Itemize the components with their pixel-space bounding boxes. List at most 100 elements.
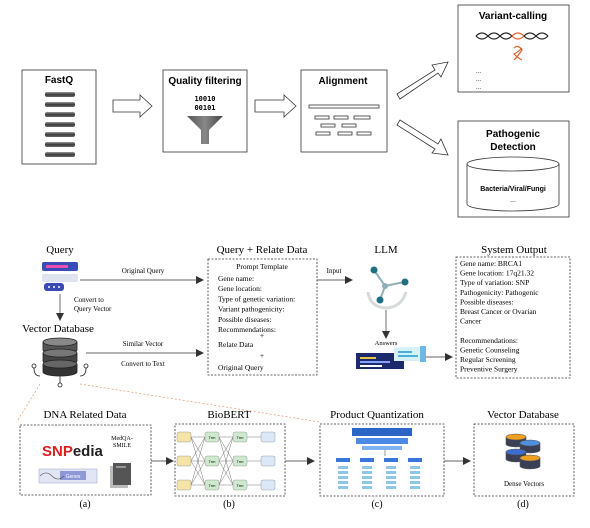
relate-data-text: Relate Data bbox=[218, 340, 254, 349]
output-line: Preventive Surgery bbox=[460, 365, 518, 374]
biobert-title: BioBERT bbox=[207, 409, 251, 421]
transformer-node bbox=[232, 431, 248, 443]
genes-icon bbox=[38, 468, 98, 484]
network-edge bbox=[218, 436, 234, 462]
zoom-line-left bbox=[17, 383, 41, 421]
quality-filtering-label: Quality filtering bbox=[168, 76, 241, 87]
output-line: Genetic Counseling bbox=[460, 345, 520, 354]
genes-label: Genes bbox=[66, 474, 81, 480]
variant-dots-1: ... bbox=[476, 69, 481, 75]
input-token-node bbox=[176, 455, 192, 467]
plus-sign-2: + bbox=[260, 351, 264, 360]
vdb2-title: Vector Database bbox=[487, 409, 559, 421]
answers-label: Answers bbox=[375, 340, 398, 347]
fastq-reads-icon bbox=[45, 92, 75, 157]
convert-label-2: Query Vector bbox=[74, 305, 112, 313]
template-line: Type of genetic variation: bbox=[218, 294, 295, 303]
vector-db-icon bbox=[31, 337, 89, 388]
output-line: Gene name: BRCA1 bbox=[460, 259, 522, 268]
template-line: Variant pathogenicity: bbox=[218, 305, 284, 314]
panel-c-label: (c) bbox=[371, 499, 382, 510]
llm-title: LLM bbox=[374, 244, 397, 256]
transformer-node bbox=[204, 431, 220, 443]
network-edge bbox=[218, 460, 234, 486]
template-lines: Gene name:Gene location:Type of genetic … bbox=[218, 274, 295, 334]
original-query-label: Original Query bbox=[122, 267, 165, 275]
input-token-node bbox=[176, 431, 192, 443]
fastq-box: FastQ bbox=[21, 69, 97, 165]
pq-title: Product Quantization bbox=[330, 409, 424, 421]
template-line: Recommendations: bbox=[218, 325, 276, 334]
answers-chat-icon bbox=[356, 346, 426, 369]
network-edge bbox=[190, 436, 206, 462]
network-edge bbox=[190, 436, 206, 486]
transformer-label: Trm bbox=[209, 483, 217, 488]
alignment-reads-icon bbox=[308, 104, 380, 136]
flow-arrow-up bbox=[396, 61, 449, 100]
zoom-line-right bbox=[79, 383, 321, 423]
output-token-node bbox=[260, 479, 276, 491]
pathogenic-detection-box: Pathogenic Detection Bacteria/Viral/Fung… bbox=[457, 120, 570, 218]
query-title: Query bbox=[46, 244, 74, 256]
transformer-label: Trm bbox=[209, 435, 217, 440]
transformer-label: Trm bbox=[237, 483, 245, 488]
system-output-box bbox=[455, 256, 571, 379]
template-title: Prompt Template bbox=[236, 262, 288, 271]
transformer-node bbox=[204, 455, 220, 467]
output-line: Breast Cancer or Ovarian bbox=[460, 307, 537, 316]
original-query-text: Original Query bbox=[218, 363, 264, 372]
pathogen-db-dots: ... bbox=[510, 197, 516, 204]
product-quantization-icon bbox=[336, 428, 422, 489]
network-edge bbox=[218, 436, 234, 486]
panel-a-label: (a) bbox=[79, 499, 90, 510]
output-line: Type of variation: SNP bbox=[460, 278, 529, 287]
template-line: Gene location: bbox=[218, 284, 262, 293]
dna-related-title: DNA Related Data bbox=[43, 409, 126, 421]
convert-label-1: Convert to bbox=[74, 296, 104, 304]
output-line: Regular Screening bbox=[460, 355, 516, 364]
flow-arrow-1 bbox=[112, 94, 153, 118]
output-line: Possible diseases: bbox=[460, 297, 514, 306]
quality-filtering-box: Quality filtering 10010 00101 bbox=[162, 69, 248, 153]
output-token-node bbox=[260, 431, 276, 443]
fastq-label: FastQ bbox=[45, 75, 74, 86]
variant-dots-2: ... bbox=[476, 77, 481, 83]
pathogenic-label-1: Pathogenic bbox=[486, 129, 540, 140]
snpedia-logo: SNPedia bbox=[42, 443, 104, 460]
prompt-template-box bbox=[207, 258, 318, 376]
document-stack-icon bbox=[110, 463, 131, 488]
dense-db-icon bbox=[505, 433, 541, 470]
transformer-label: Trm bbox=[237, 459, 245, 464]
panel-b-label: (b) bbox=[223, 499, 235, 510]
transformer-node bbox=[232, 455, 248, 467]
llm-network-icon bbox=[366, 266, 409, 310]
pathogenic-label-2: Detection bbox=[490, 142, 536, 153]
network-edge bbox=[190, 460, 206, 486]
alignment-box: Alignment bbox=[300, 69, 388, 153]
snpedia-snp: SNP bbox=[42, 443, 73, 460]
medqa-label-1: MedQA- bbox=[111, 436, 133, 442]
output-line: Cancer bbox=[460, 317, 482, 326]
pathogen-db-label: Bacteria/Viral/Fungi bbox=[480, 186, 546, 193]
similar-vector-label: Similar Vector bbox=[123, 340, 164, 348]
transformer-label: Trm bbox=[237, 435, 245, 440]
output-line: Recommendations: bbox=[460, 336, 518, 345]
variant-dots-3: ... bbox=[476, 85, 481, 91]
input-label: Input bbox=[327, 267, 342, 275]
binary-line-2: 00101 bbox=[194, 104, 215, 112]
transformer-node bbox=[232, 479, 248, 491]
funnel-icon bbox=[187, 116, 223, 144]
transformer-node bbox=[204, 479, 220, 491]
output-line: Gene location: 17q21.32 bbox=[460, 269, 534, 278]
template-line: Gene name: bbox=[218, 274, 254, 283]
query-form-icon bbox=[42, 262, 78, 291]
dense-vectors-label: Dense Vectors bbox=[504, 480, 544, 488]
vector-db-title: Vector Database bbox=[22, 323, 94, 335]
output-line: Pathogenicity: Pathogenic bbox=[460, 288, 539, 297]
input-token-node bbox=[176, 479, 192, 491]
dna-helix-icon bbox=[475, 32, 549, 61]
alignment-label: Alignment bbox=[319, 76, 369, 87]
system-output-title: System Output bbox=[481, 244, 547, 256]
query-relate-title: Query + Relate Data bbox=[217, 244, 308, 256]
